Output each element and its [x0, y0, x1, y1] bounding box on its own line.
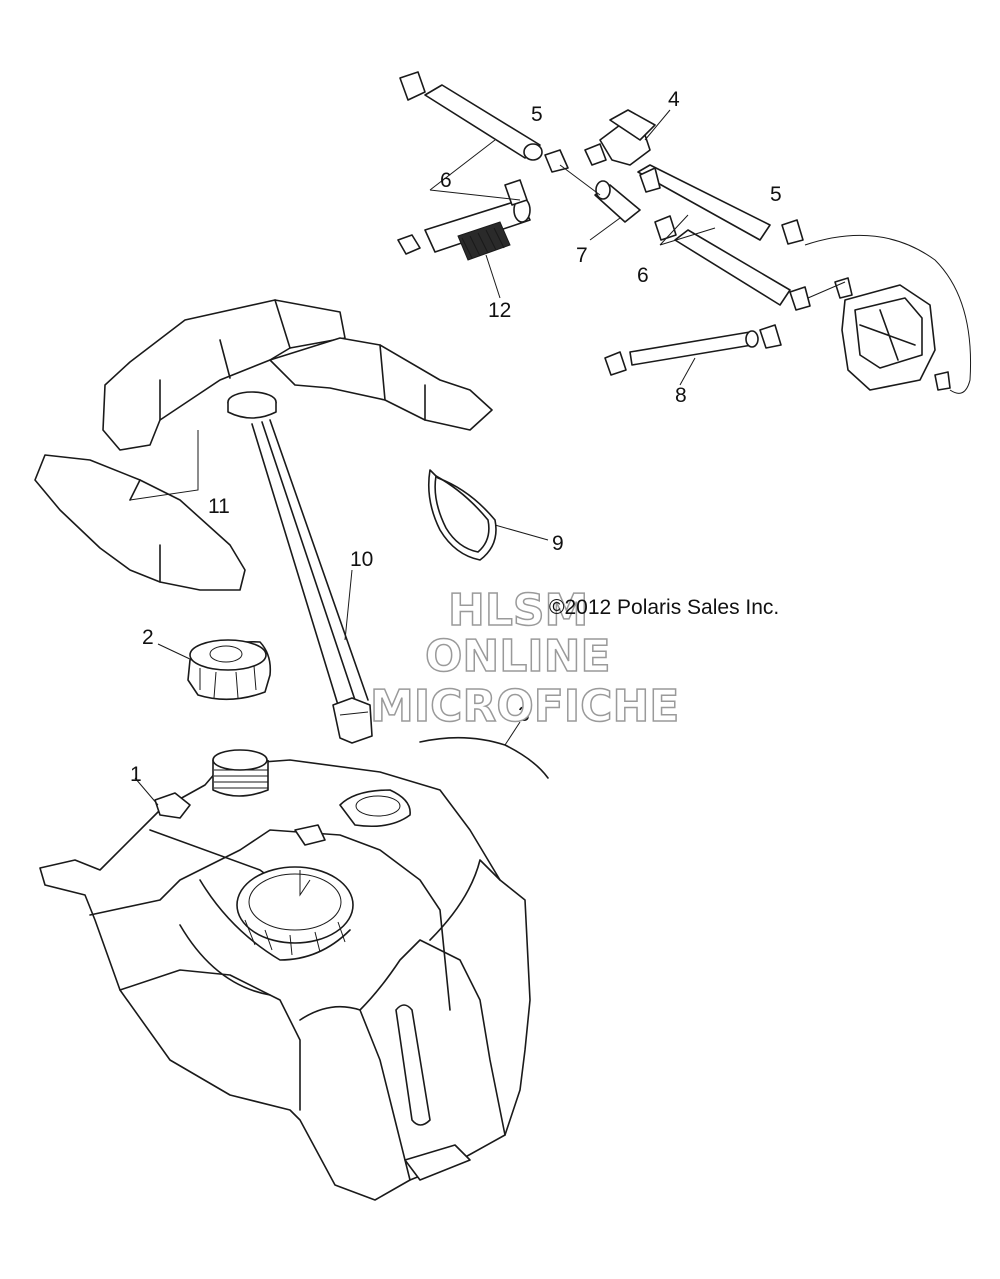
watermark-line-2: ONLINE [425, 631, 611, 682]
part-11-foam-pads [34, 299, 493, 591]
callout-6-left: 6 [440, 169, 452, 192]
part-4-fuel-valve [584, 109, 671, 166]
callout-11: 11 [208, 495, 230, 518]
callout-8: 8 [675, 384, 687, 407]
callout-1: 1 [130, 763, 142, 786]
callout-4: 4 [668, 88, 680, 111]
part-7-inline-filter [559, 164, 641, 241]
watermark-line-1: HLSM [448, 585, 588, 636]
watermark: HLSM ONLINE MICROFICHE [369, 584, 680, 733]
watermark-line-3: MICROFICHE [370, 681, 679, 732]
callout-12: 12 [488, 299, 511, 322]
callout-labels: 1 2 3 4 5 5 6 6 7 8 9 10 11 12 [130, 88, 782, 786]
part-2-fuel-cap [157, 639, 272, 701]
callout-7: 7 [576, 244, 588, 267]
callout-5-right: 5 [770, 183, 782, 206]
part-1-fuel-tank [39, 749, 531, 1201]
part-6-left-hoses [399, 71, 569, 206]
part-9-strap [427, 469, 549, 561]
callout-6-right: 6 [637, 264, 649, 287]
fuel-pump [804, 234, 972, 394]
callout-9: 9 [552, 532, 564, 555]
part-12-hose-assembly [397, 197, 531, 299]
part-10-fuel-sender [227, 391, 373, 744]
callout-3: 3 [518, 703, 530, 726]
copyright-notice: ©2012 Polaris Sales Inc. [549, 596, 779, 619]
callout-10: 10 [350, 548, 373, 571]
callout-2: 2 [142, 626, 154, 649]
part-6-right-hoses [637, 164, 811, 311]
part-8-hose [604, 324, 782, 386]
callout-5-left: 5 [531, 103, 543, 126]
part-3-vent-line [419, 721, 549, 779]
